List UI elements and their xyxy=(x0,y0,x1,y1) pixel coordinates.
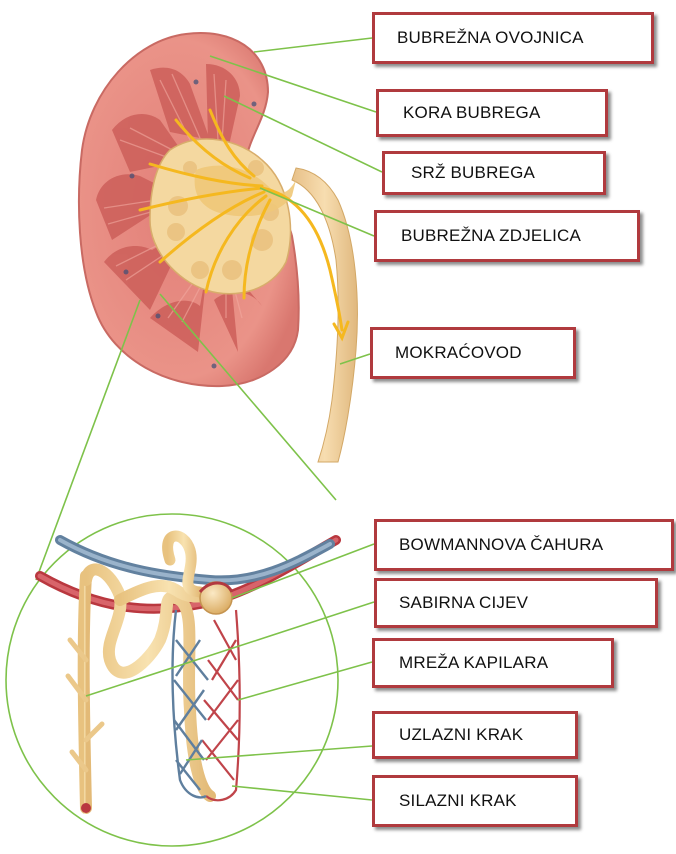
label-renal-pelvis: BUBREŽNA ZDJELICA xyxy=(374,210,640,262)
label-renal-capsule: BUBREŽNA OVOJNICA xyxy=(372,12,654,64)
label-ascending-limb: UZLAZNI KRAK xyxy=(372,711,578,759)
label-renal-cortex: KORA BUBREGA xyxy=(376,89,608,137)
label-descending-limb: SILAZNI KRAK xyxy=(372,775,578,827)
label-ureter: MOKRAĆOVOD xyxy=(370,327,576,379)
label-capillary-network: MREŽA KAPILARA xyxy=(372,638,614,688)
label-renal-medulla: SRŽ BUBREGA xyxy=(382,151,606,195)
nephron-drawing xyxy=(40,536,336,813)
kidney-drawing xyxy=(79,33,348,386)
label-bowman-capsule: BOWMANNOVA ČAHURA xyxy=(374,519,674,571)
label-collecting-duct: SABIRNA CIJEV xyxy=(374,578,658,628)
